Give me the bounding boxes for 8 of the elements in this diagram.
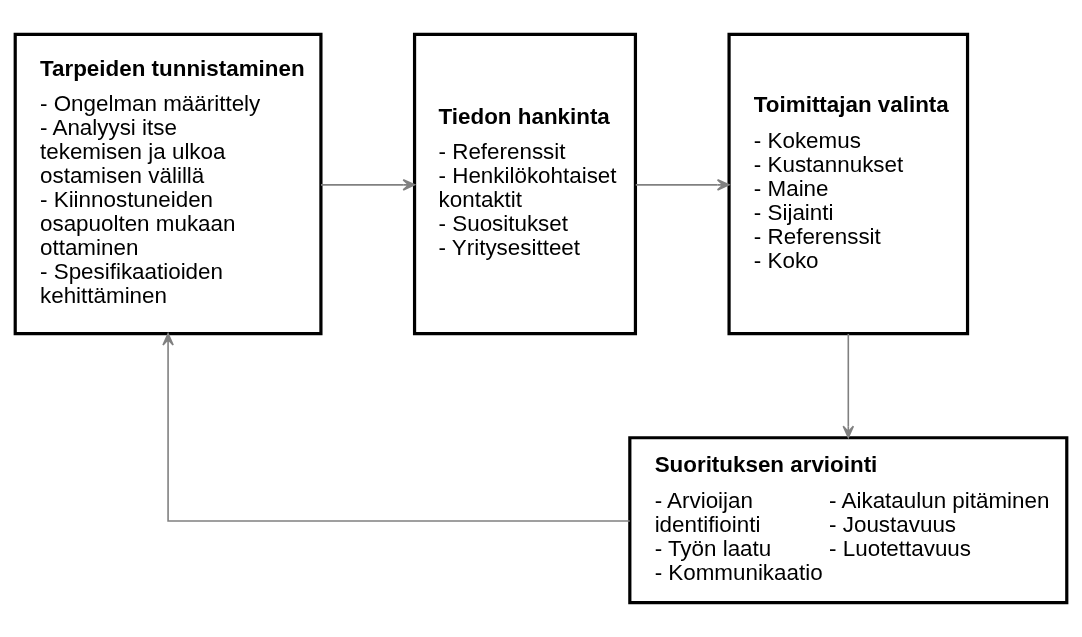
arrow	[320, 179, 416, 191]
arrow	[635, 179, 730, 191]
node-box: Suorituksen arviointi - Arvioijan identifiointi - Työn laatu - Kommunikaatio - Aikataulun pitäminen - Joustavuus - Luotettavuus	[628, 436, 1069, 605]
node-box: Tarpeiden tunnistaminen - Ongelman määrittely - Analyysi itse tekemisen ja ulkoa ostamisen välillä - Kiinnostuneiden osapuolten mukaan ottaminen - Spesifikaatioiden kehittäminen	[13, 32, 323, 336]
node-box: Tiedon hankinta - Referenssit - Henkilökohtaiset kontaktit - Suositukset - Yritysesitteet	[412, 32, 638, 336]
arrow	[162, 333, 631, 522]
arrow	[842, 333, 855, 439]
node-box: Toimittajan valinta - Kokemus - Kustannukset - Maine - Sijainti - Referenssit - Koko	[727, 32, 970, 336]
